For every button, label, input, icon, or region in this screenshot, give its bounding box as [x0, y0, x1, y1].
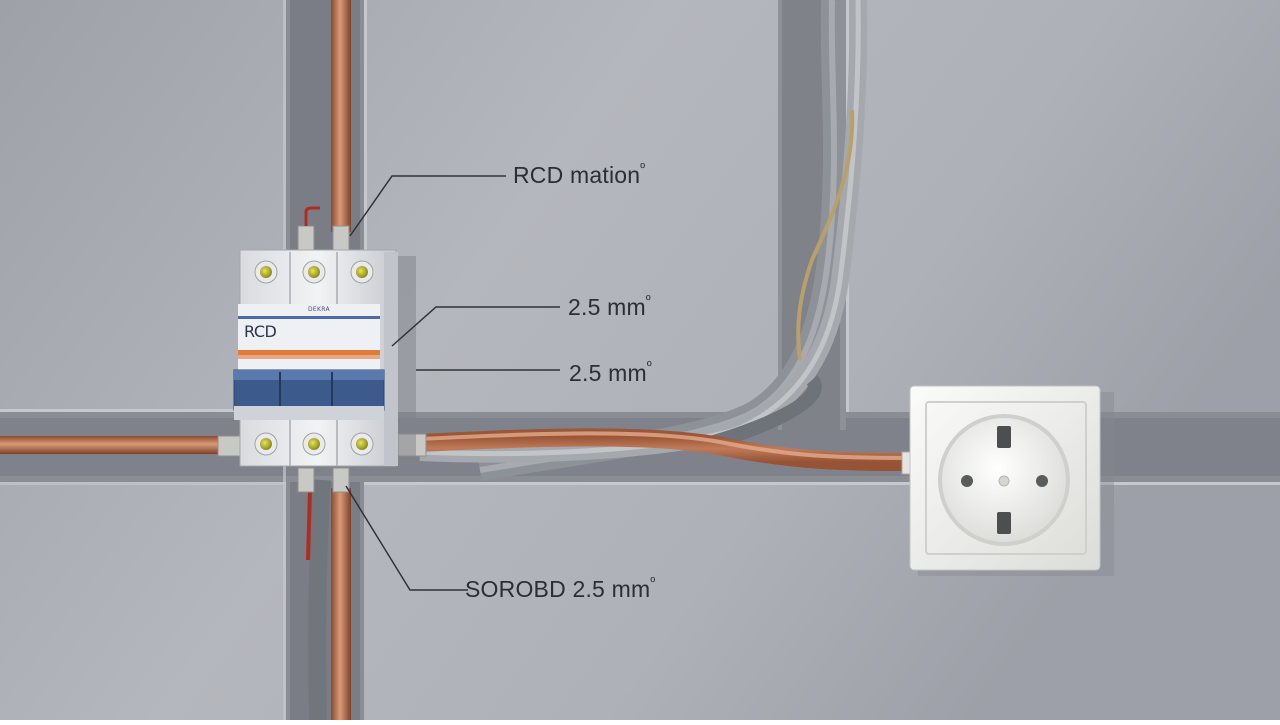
grey-cable-down	[308, 479, 331, 721]
leader-lines	[345, 175, 560, 591]
rcd-caption-text: RCD mation	[513, 162, 641, 188]
breaker-bottom-gland-1	[297, 467, 315, 493]
left-gland	[217, 435, 241, 457]
degree-mark: º	[650, 574, 656, 590]
degree-mark: º	[645, 292, 651, 308]
rcd-front-label: RCD	[244, 322, 277, 341]
rcd-brand-text: DEKRA	[308, 306, 330, 313]
degree-mark: º	[640, 160, 646, 176]
breaker-bottom-gland-2	[332, 467, 350, 493]
wall-socket	[909, 385, 1114, 576]
red-wire-bottom	[306, 489, 312, 561]
wire-size-lower: 2.5 mmº	[569, 358, 652, 387]
wire-size-upper-text: 2.5 mm	[568, 294, 646, 320]
copper-pipe-vertical	[331, 0, 351, 720]
rcd-breaker	[233, 249, 416, 467]
terminal-screws	[254, 260, 374, 456]
wire-size-upper: 2.5 mmº	[568, 292, 651, 321]
wire-size-lower-text: 2.5 mm	[569, 360, 647, 386]
bottom-caption: SOROBD 2.5 mmº	[465, 574, 656, 603]
copper-pipe-left	[0, 436, 232, 454]
rcd-caption: RCD mationº	[513, 160, 646, 189]
degree-mark: º	[646, 358, 652, 374]
bottom-caption-text: SOROBD 2.5 mm	[465, 576, 651, 602]
